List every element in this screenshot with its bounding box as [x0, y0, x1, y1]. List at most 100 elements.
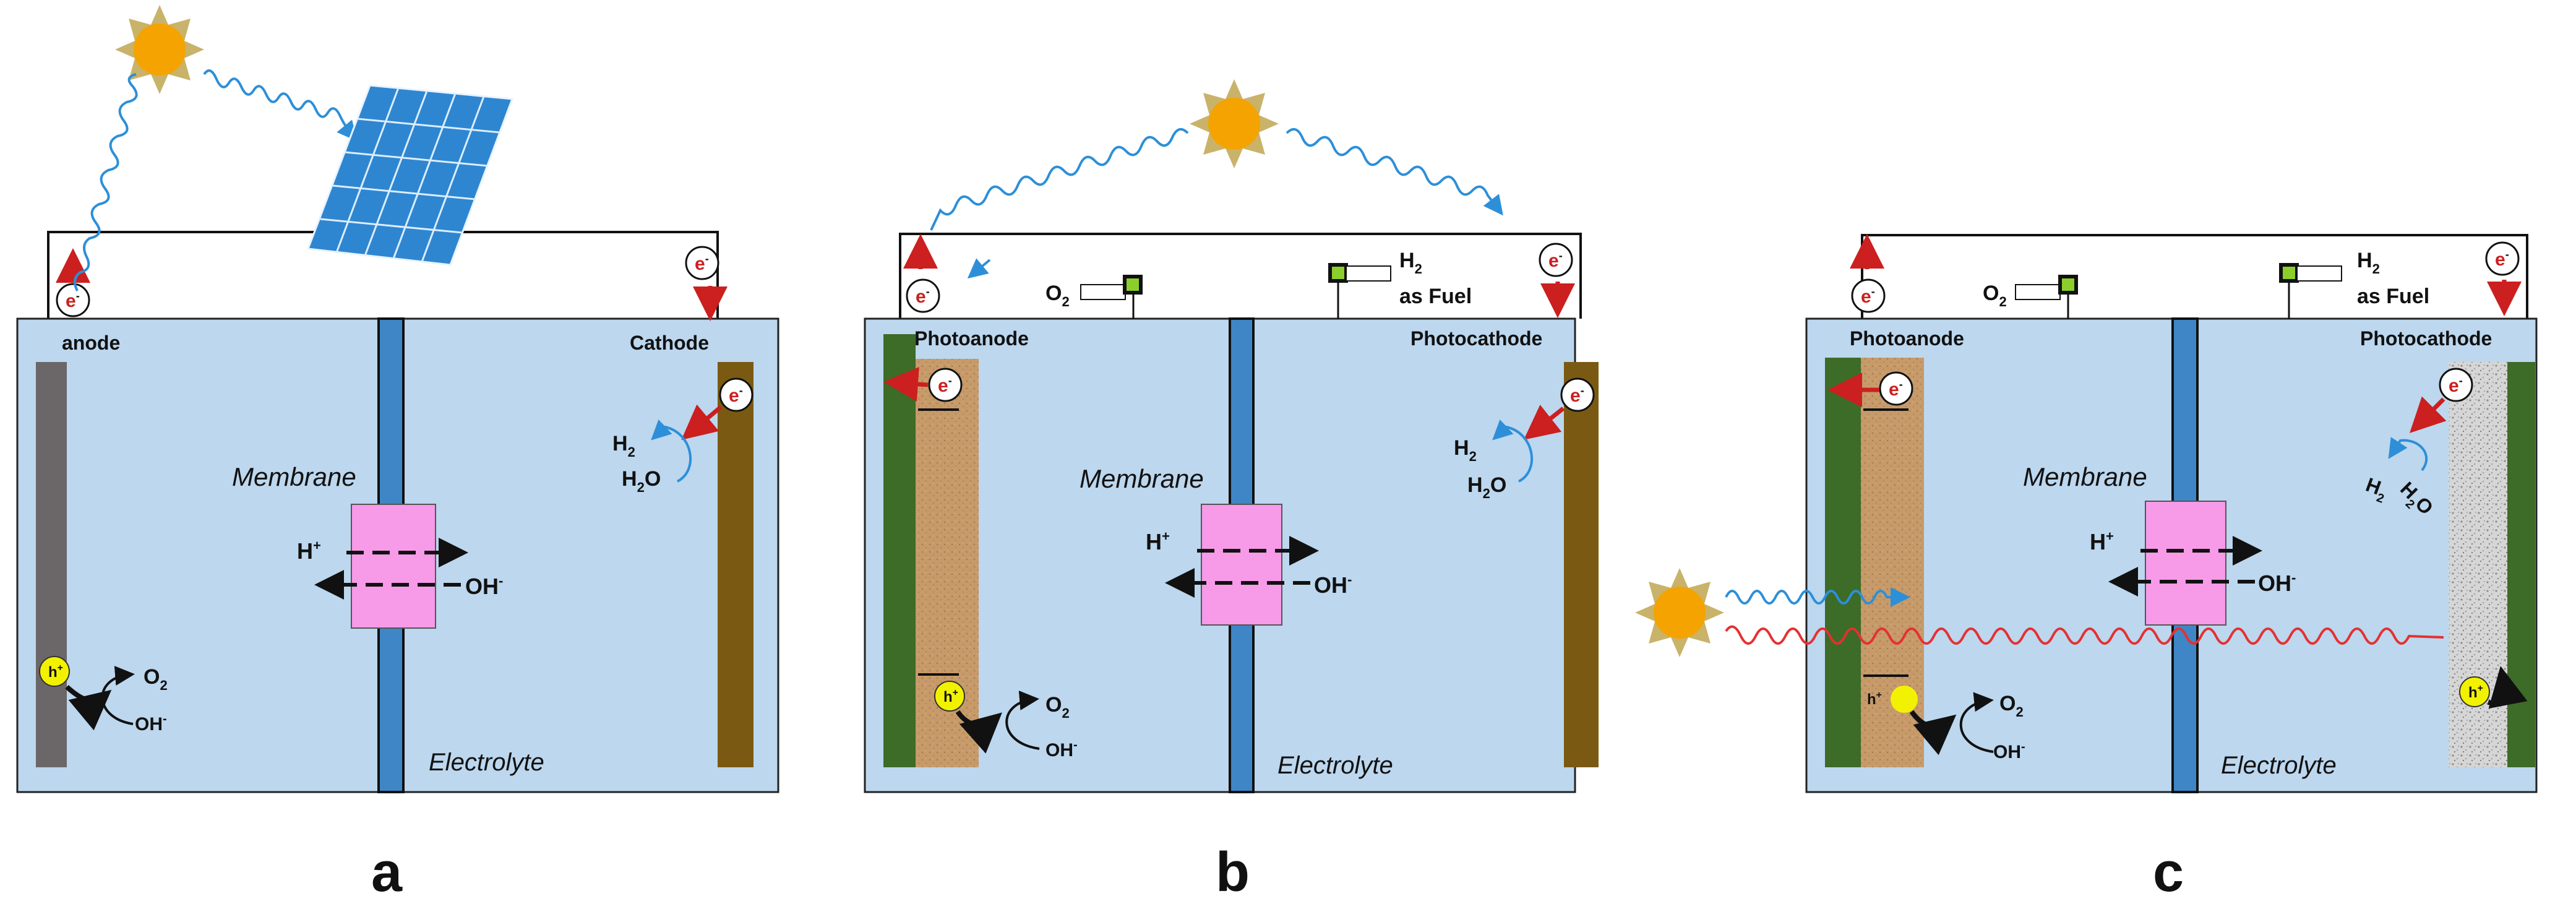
electron-badge-left: e-	[56, 283, 90, 317]
electron-transfer-arrow	[2410, 396, 2447, 433]
light-wave-down	[74, 73, 138, 291]
electrolyte-label: Electrolyte	[2221, 752, 2337, 779]
svg-text:e-: e-	[66, 290, 80, 311]
hole-transfer-arrow-cathode	[2487, 666, 2528, 709]
oxidation-curve-arrow	[1005, 691, 1040, 750]
svg-text:e-: e-	[2449, 374, 2463, 396]
oh-label: OH-	[135, 712, 167, 735]
hole-label: h+	[1867, 690, 1882, 708]
hole-badge-anode: h+	[39, 656, 70, 687]
membrane-label: Membrane	[2023, 462, 2147, 491]
electron-badge-photoanode: e-	[928, 368, 963, 402]
photocathode-label: Photocathode	[1410, 327, 1542, 350]
membrane-label: Membrane	[1080, 464, 1204, 493]
electrolyte-label: Electrolyte	[1277, 752, 1393, 779]
electron-badge-photoanode: e-	[1879, 371, 1913, 406]
o2-output-label: O2	[1045, 282, 1070, 309]
light-wave-right	[1286, 127, 1503, 216]
h2-outlet-pipe	[2296, 265, 2342, 282]
svg-text:h+: h+	[943, 687, 958, 705]
h2-outlet-valve	[1328, 263, 1348, 283]
reduction-curve-arrow	[1492, 419, 1533, 483]
h2-label: H2	[1454, 436, 1477, 464]
o2-output-label: O2	[1983, 282, 2007, 309]
svg-text:h+: h+	[48, 663, 63, 681]
membrane-box	[2145, 501, 2226, 626]
cathode-electrode	[718, 362, 753, 767]
h2-outlet-valve	[2279, 263, 2299, 283]
svg-text:e-: e-	[729, 384, 743, 406]
svg-text:e-: e-	[2495, 248, 2509, 270]
h2-output-label: H2	[1399, 249, 1422, 277]
svg-text:e-: e-	[695, 252, 709, 274]
o2-label: O2	[1999, 692, 2024, 720]
reduction-curve-arrow	[651, 419, 692, 483]
h2o-label: H2O	[1467, 473, 1506, 501]
electron-badge-left: e-	[906, 278, 940, 313]
h2o-label: H2O	[622, 467, 661, 495]
hole-badge-photocathode: h+	[2459, 676, 2490, 707]
o2-outlet-valve	[2058, 275, 2078, 295]
electron-badge-cathode: e-	[1560, 377, 1595, 412]
svg-text:e-: e-	[1570, 384, 1584, 406]
hydroxide-label: OH-	[1314, 572, 1352, 598]
h2-outlet-pipe	[1346, 265, 1391, 282]
photoanode-label: Photoanode	[1850, 327, 1964, 350]
electron-badge-right: e-	[2485, 241, 2520, 276]
hole-dot	[1891, 686, 1918, 713]
oh-label: OH-	[1045, 738, 1078, 760]
svg-text:e-: e-	[938, 374, 952, 396]
blue-light-wave	[1725, 587, 1910, 607]
electron-badge-right: e-	[685, 246, 719, 280]
sun-icon	[1190, 79, 1279, 168]
photocathode-substrate	[2507, 362, 2535, 767]
svg-text:e-: e-	[1861, 285, 1875, 307]
oxidation-curve-arrow	[101, 666, 135, 725]
panel-b-letter: b	[1216, 842, 1250, 903]
external-circuit-wire	[899, 233, 1582, 319]
solar-panel-icon	[306, 84, 514, 266]
sun-icon	[1635, 568, 1724, 657]
photoanode-substrate	[883, 334, 916, 767]
o2-label: O2	[144, 665, 168, 693]
hole-badge-photoanode: h+	[934, 681, 965, 712]
membrane-box	[1201, 504, 1282, 626]
light-wave-left	[930, 127, 1189, 231]
hole-transfer-arrow	[1909, 710, 1957, 756]
hole-transfer-arrow	[65, 685, 112, 731]
svg-text:e-: e-	[1548, 249, 1563, 271]
svg-text:e-: e-	[916, 285, 930, 307]
o2-outlet-pipe	[2015, 284, 2061, 300]
membrane-label: Membrane	[232, 462, 356, 491]
panel-a-letter: a	[371, 842, 403, 903]
electron-extract-arrow	[883, 366, 929, 402]
h2-label: H2	[612, 432, 635, 460]
proton-label: H+	[1146, 528, 1170, 554]
photoanode-substrate	[1825, 358, 1861, 767]
red-light-wave	[1725, 625, 2444, 645]
hole-transfer-arrow	[955, 710, 1002, 754]
oxidation-curve-arrow	[1959, 692, 1994, 753]
o2-outlet-valve	[1123, 275, 1143, 295]
svg-text:e-: e-	[1889, 378, 1903, 400]
membrane-box	[351, 504, 436, 629]
photocathode-label: Photocathode	[2360, 327, 2492, 350]
hydroxide-label: OH-	[2258, 570, 2296, 596]
h2-output-label: H2	[2357, 249, 2380, 277]
sun-icon	[115, 5, 204, 94]
external-circuit-wire	[1861, 234, 2528, 319]
fuel-label: as Fuel	[1399, 285, 1472, 308]
electron-transfer-arrow	[681, 404, 723, 440]
electrolyte-label: Electrolyte	[429, 749, 544, 776]
proton-label: H+	[2090, 528, 2114, 554]
anode-label: anode	[62, 332, 120, 354]
electron-badge-left: e-	[1851, 278, 1886, 313]
hydroxide-label: OH-	[465, 573, 503, 599]
anode-electrode	[36, 362, 67, 767]
panel-c-letter: c	[2153, 842, 2184, 903]
light-wave-left-tail	[967, 258, 991, 279]
proton-label: H+	[297, 538, 321, 564]
cathode-label: Cathode	[630, 332, 709, 354]
electron-transfer-arrow	[1524, 404, 1565, 440]
